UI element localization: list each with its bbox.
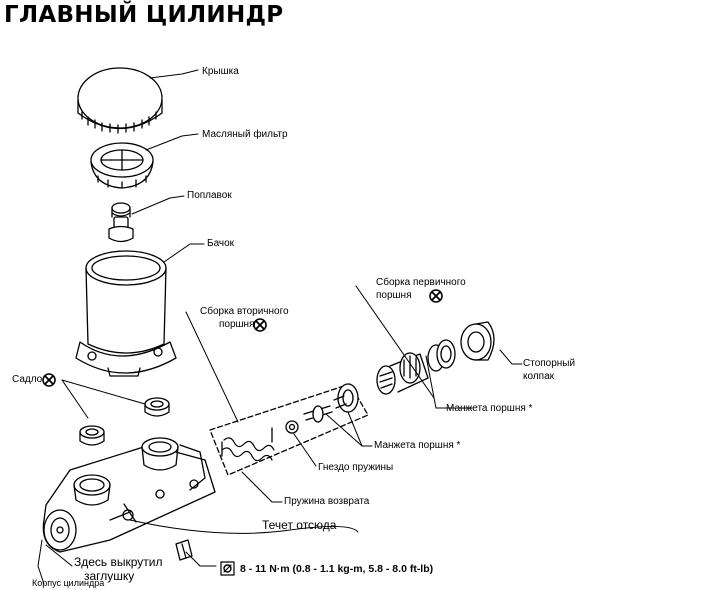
bolt-part — [175, 539, 193, 561]
label-saddle: Садло — [12, 374, 43, 385]
label-primary-piston-line2: поршня — [376, 290, 412, 301]
label-reservoir: Бачок — [207, 238, 235, 249]
label-stopper-cap-line1: Стопорный — [523, 358, 576, 369]
label-spring-seat: Гнездо пружины — [318, 462, 394, 473]
primary-piston-group — [376, 339, 456, 395]
annotation-leak: Течет отсюда — [262, 518, 337, 532]
label-secondary-piston-line1: Сборка вторичного — [200, 306, 289, 317]
page-title: ГЛАВНЫЙ ЦИЛИНДР — [4, 2, 284, 28]
label-piston-cup-secondary: Манжета поршня * — [374, 440, 461, 451]
float-part — [108, 202, 134, 243]
cap-part — [77, 67, 163, 134]
label-oil-filter: Масляный фильтр — [202, 129, 288, 140]
stopper-cap-part — [460, 321, 495, 361]
secondary-piston-group — [209, 383, 369, 476]
label-float: Поплавок — [187, 190, 232, 201]
label-piston-cup-primary: Манжета поршня * — [446, 403, 533, 414]
wrench-icon — [220, 561, 235, 576]
label-cylinder-body: Корпус цилиндра — [32, 578, 105, 588]
annotation-plug-line2: заглушку — [84, 569, 135, 583]
label-stopper-cap-line2: колпак — [523, 371, 555, 382]
circle-x-icon — [42, 373, 56, 387]
label-return-spring: Пружина возврата — [284, 496, 370, 507]
annotation-plug-line1: Здесь выкрутил — [74, 555, 163, 569]
cylinder-body-part — [42, 437, 216, 553]
oil-filter-part — [90, 142, 154, 189]
label-secondary-piston-line2: поршня — [219, 319, 255, 330]
label-cap: Крышка — [202, 66, 239, 77]
leader-lines — [37, 69, 523, 585]
torque-spec: 8 - 11 N·m (0.8 - 1.1 kg-m, 5.8 - 8.0 ft… — [240, 563, 434, 575]
circle-x-icon — [253, 318, 267, 332]
label-primary-piston-line1: Сборка первичного — [376, 277, 466, 288]
circle-x-icon — [429, 289, 443, 303]
reservoir-part — [75, 250, 177, 377]
saddle-grommets — [79, 397, 170, 446]
